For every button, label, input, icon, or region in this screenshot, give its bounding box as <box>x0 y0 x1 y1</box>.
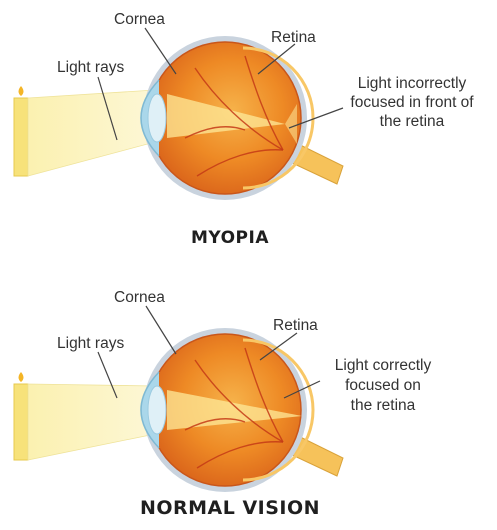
normal-lens <box>148 386 166 434</box>
normal-candle <box>14 384 28 460</box>
myopia-candle-flame <box>19 86 24 96</box>
myopia-cornea-label: Cornea <box>114 10 165 29</box>
myopia-light-beam <box>28 90 155 176</box>
myopia-focus-label-line2: focused in front of <box>338 93 486 112</box>
normal-focus-label-line1: Light correctly <box>318 356 448 375</box>
normal-vision-title: NORMAL VISION <box>120 497 340 519</box>
myopia-retina-label: Retina <box>271 28 316 47</box>
myopia-focus-label-line1: Light incorrectly <box>338 74 486 93</box>
normal-focus-label-line2: focused on <box>318 376 448 395</box>
normal-cornea-label: Cornea <box>114 288 165 307</box>
normal-light-beam <box>28 384 155 460</box>
myopia-light-rays-label: Light rays <box>57 58 124 77</box>
normal-candle-flame <box>19 372 24 382</box>
normal-leader-line-0 <box>146 306 176 354</box>
myopia-focus-label-line3: the retina <box>338 112 486 131</box>
normal-focus-label-line3: the retina <box>318 396 448 415</box>
myopia-lens <box>148 94 166 142</box>
normal-light-rays-label: Light rays <box>57 334 124 353</box>
myopia-leader-line-0 <box>145 28 176 74</box>
myopia-title: MYOPIA <box>160 228 300 248</box>
myopia-eye-illustration <box>14 28 343 200</box>
normal-retina-label: Retina <box>273 316 318 335</box>
myopia-candle <box>14 98 28 176</box>
